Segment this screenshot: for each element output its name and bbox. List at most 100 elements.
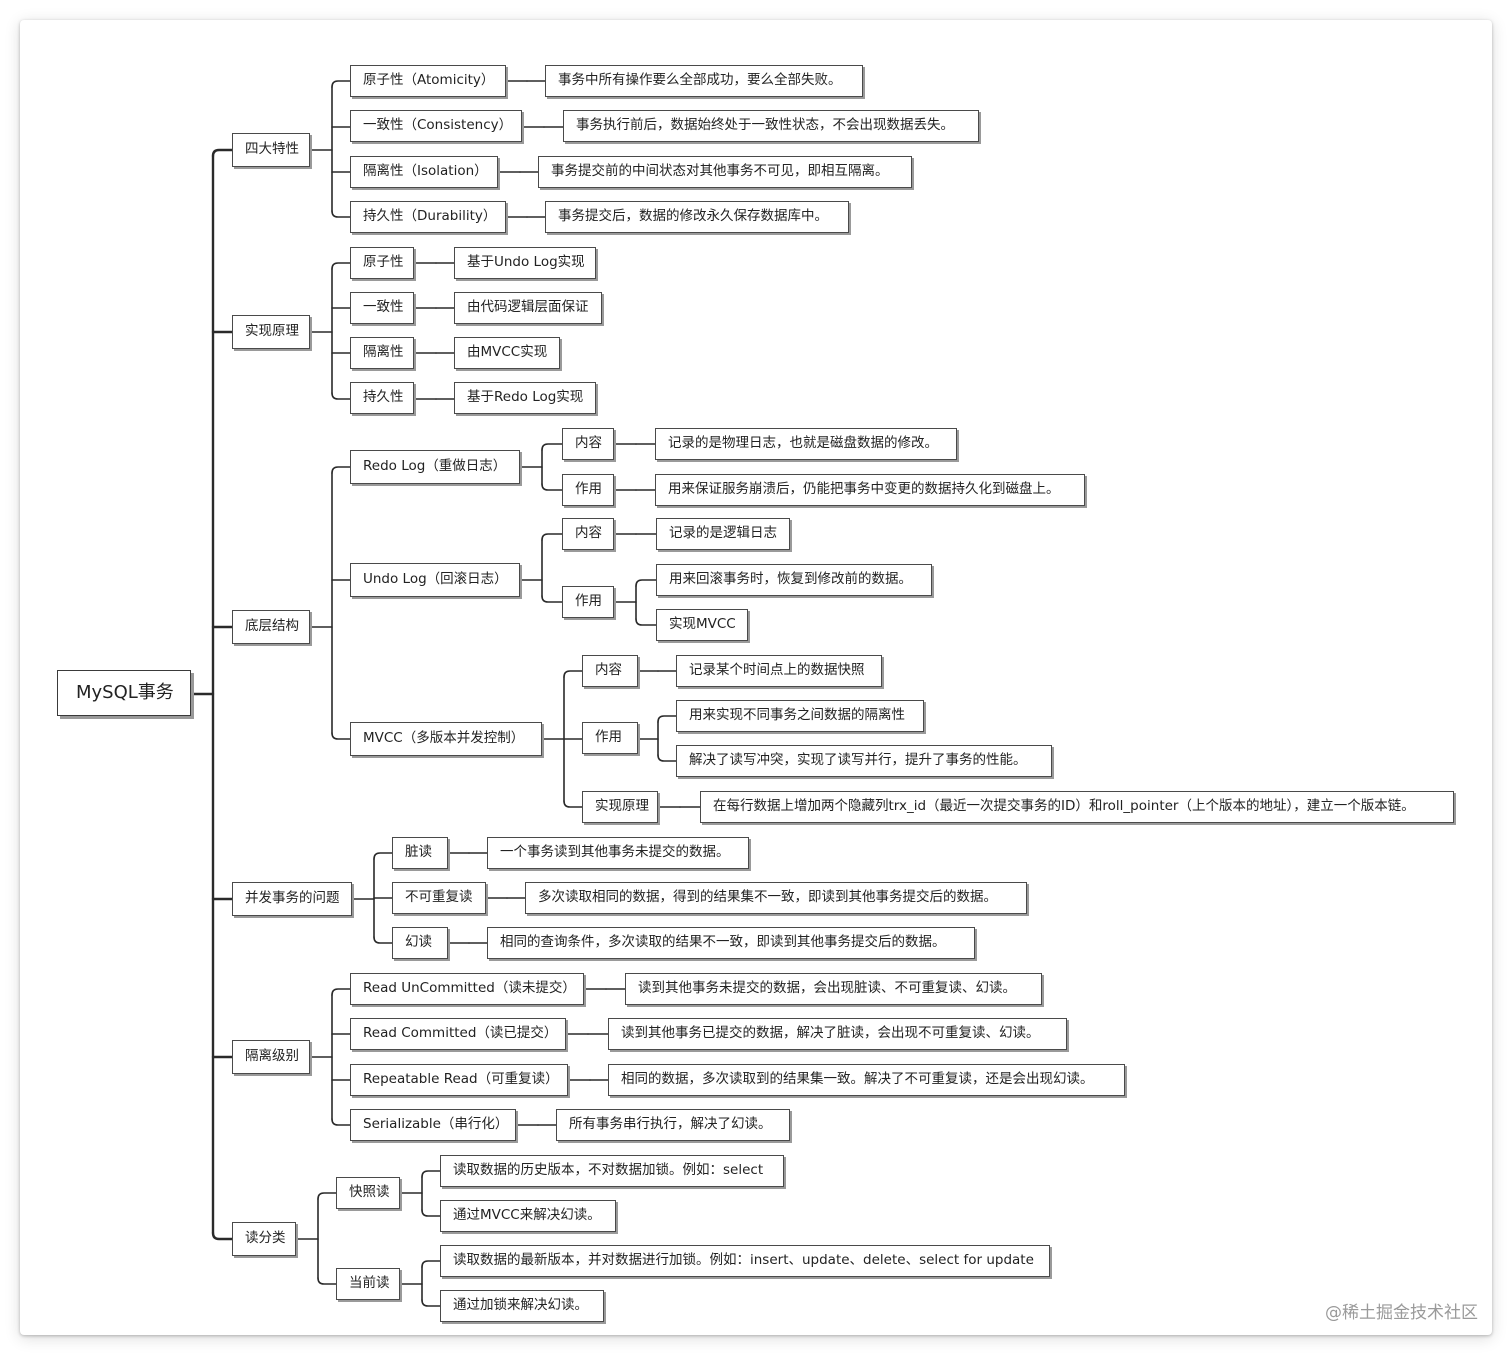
topic-label: 用来保证服务崩溃后，仍能把事务中变更的数据持久化到磁盘上。	[668, 481, 1060, 498]
connector	[563, 670, 583, 678]
topic-label: 相同的查询条件，多次读取的结果不一致，即读到其他事务提交后的数据。	[500, 934, 946, 951]
topic-node-2-0-1[interactable]: 作用	[562, 474, 614, 506]
topic-node-2-1-1-0[interactable]: 用来回滚事务时，恢复到修改前的数据。	[656, 564, 932, 596]
topic-node-4-0-0[interactable]: 读到其他事务未提交的数据，会出现脏读、不可重复读、幻读。	[625, 973, 1042, 1005]
topic-node-1-1-0[interactable]: 由代码逻辑层面保证	[454, 292, 602, 324]
topic-node-1-0[interactable]: 原子性	[350, 247, 414, 279]
topic-node-2-0[interactable]: Redo Log（重做日志）	[350, 450, 520, 484]
topic-node-3[interactable]: 并发事务的问题	[232, 882, 352, 916]
topic-node-5-0[interactable]: 快照读	[336, 1177, 400, 1209]
topic-node-4-1-0[interactable]: 读到其他事务已提交的数据，解决了脏读，会出现不可重复读、幻读。	[608, 1018, 1067, 1050]
topic-node-2-0-0[interactable]: 内容	[562, 428, 614, 460]
topic-node-4-2-0[interactable]: 相同的数据，多次读取到的结果集一致。解决了不可重复读，还是会出现幻读。	[608, 1064, 1125, 1096]
topic-node-4-3-0[interactable]: 所有事务串行执行，解决了幻读。	[556, 1109, 790, 1141]
topic-node-2-0-1-0[interactable]: 用来保证服务崩溃后，仍能把事务中变更的数据持久化到磁盘上。	[655, 474, 1085, 506]
connector	[331, 732, 351, 740]
topic-node-2-1[interactable]: Undo Log（回滚日志）	[350, 563, 520, 597]
topic-node-2-1-1[interactable]: 作用	[562, 586, 614, 618]
connector	[421, 1170, 441, 1178]
topic-node-2-2[interactable]: MVCC（多版本并发控制）	[350, 722, 542, 756]
topic-label: Redo Log（重做日志）	[363, 458, 507, 475]
topic-label: 实现原理	[595, 798, 649, 815]
topic-node-3-2[interactable]: 幻读	[392, 927, 448, 959]
topic-label: 持久性	[363, 389, 404, 406]
topic-node-2-2-0[interactable]: 内容	[582, 655, 638, 687]
topic-node-1-2[interactable]: 隔离性	[350, 337, 414, 369]
topic-label: MVCC（多版本并发控制）	[363, 730, 525, 747]
topic-label: 实现MVCC	[669, 616, 736, 633]
topic-node-5-0-1[interactable]: 通过MVCC来解决幻读。	[440, 1200, 616, 1232]
topic-node-2-1-0[interactable]: 内容	[562, 518, 614, 550]
topic-node-2-2-2-0[interactable]: 在每行数据上增加两个隐藏列trx_id（最近一次提交事务的ID）和roll_po…	[700, 791, 1454, 823]
connector	[421, 1209, 441, 1217]
topic-node-0[interactable]: 四大特性	[232, 133, 310, 167]
topic-node-2[interactable]: 底层结构	[232, 610, 310, 644]
topic-node-0-0[interactable]: 原子性（Atomicity）	[350, 65, 506, 97]
topic-node-2-2-1[interactable]: 作用	[582, 722, 638, 754]
topic-node-4-1[interactable]: Read Committed（读已提交）	[350, 1018, 566, 1050]
topic-node-5-1-0[interactable]: 读取数据的最新版本，并对数据进行加锁。例如：insert、update、dele…	[440, 1245, 1050, 1277]
topic-label: 不可重复读	[405, 889, 473, 906]
topic-node-0-1-0[interactable]: 事务执行前后，数据始终处于一致性状态，不会出现数据丢失。	[563, 110, 979, 142]
topic-node-3-1-0[interactable]: 多次读取相同的数据，得到的结果集不一致，即读到其他事务提交后的数据。	[525, 882, 1027, 914]
topic-label: 内容	[575, 525, 602, 542]
topic-label: 读分类	[245, 1230, 286, 1247]
topic-node-0-2-0[interactable]: 事务提交前的中间状态对其他事务不可见，即相互隔离。	[538, 156, 912, 188]
topic-label: 作用	[595, 729, 622, 746]
connector	[331, 210, 351, 218]
topic-node-3-1[interactable]: 不可重复读	[392, 882, 486, 914]
topic-node-3-2-0[interactable]: 相同的查询条件，多次读取的结果不一致，即读到其他事务提交后的数据。	[487, 927, 975, 959]
topic-label: 隔离级别	[245, 1048, 299, 1065]
topic-label: 在每行数据上增加两个隐藏列trx_id（最近一次提交事务的ID）和roll_po…	[713, 798, 1415, 815]
connector	[635, 579, 657, 587]
topic-node-5-1-1[interactable]: 通过加锁来解决幻读。	[440, 1290, 604, 1322]
connector	[657, 715, 677, 723]
topic-label: 作用	[575, 593, 602, 610]
topic-label: 用来回滚事务时，恢复到修改前的数据。	[669, 571, 912, 588]
topic-label: 原子性	[363, 254, 404, 271]
topic-node-5-1[interactable]: 当前读	[336, 1268, 400, 1300]
topic-label: 事务执行前后，数据始终处于一致性状态，不会出现数据丢失。	[576, 117, 954, 134]
connector	[635, 618, 657, 626]
topic-node-0-3-0[interactable]: 事务提交后，数据的修改永久保存数据库中。	[545, 201, 849, 233]
topic-node-1-2-0[interactable]: 由MVCC实现	[454, 337, 560, 369]
topic-label: 解决了读写冲突，实现了读写并行，提升了事务的性能。	[689, 752, 1027, 769]
topic-node-2-2-1-1[interactable]: 解决了读写冲突，实现了读写并行，提升了事务的性能。	[676, 745, 1052, 777]
topic-node-2-0-0-0[interactable]: 记录的是物理日志，也就是磁盘数据的修改。	[655, 428, 957, 460]
topic-label: 用来实现不同事务之间数据的隔离性	[689, 707, 905, 724]
topic-label: 四大特性	[245, 141, 299, 158]
connector	[541, 533, 563, 541]
topic-node-0-0-0[interactable]: 事务中所有操作要么全部成功，要么全部失败。	[545, 65, 863, 97]
topic-node-2-1-0-0[interactable]: 记录的是逻辑日志	[656, 518, 790, 550]
topic-node-2-1-1-1[interactable]: 实现MVCC	[656, 609, 748, 641]
topic-node-3-0[interactable]: 脏读	[392, 837, 448, 869]
topic-node-4-2[interactable]: Repeatable Read（可重复读）	[350, 1064, 568, 1096]
root-node[interactable]: MySQL事务	[57, 670, 191, 716]
topic-label: 当前读	[349, 1275, 390, 1292]
topic-node-5-0-0[interactable]: 读取数据的历史版本，不对数据加锁。例如：select	[440, 1155, 784, 1187]
topic-node-0-1[interactable]: 一致性（Consistency）	[350, 110, 522, 142]
topic-node-0-3[interactable]: 持久性（Durability）	[350, 201, 506, 233]
topic-node-3-0-0[interactable]: 一个事务读到其他事务未提交的数据。	[487, 837, 749, 869]
topic-node-1-0-0[interactable]: 基于Undo Log实现	[454, 247, 596, 279]
topic-node-4-0[interactable]: Read UnCommitted（读未提交）	[350, 973, 584, 1005]
topic-label: 隔离性	[363, 344, 404, 361]
topic-node-1-3-0[interactable]: 基于Redo Log实现	[454, 382, 596, 414]
topic-node-2-2-2[interactable]: 实现原理	[582, 791, 658, 823]
topic-label: 相同的数据，多次读取到的结果集一致。解决了不可重复读，还是会出现幻读。	[621, 1071, 1094, 1088]
topic-node-1-3[interactable]: 持久性	[350, 382, 414, 414]
topic-node-2-2-1-0[interactable]: 用来实现不同事务之间数据的隔离性	[676, 700, 924, 732]
topic-label: 读取数据的历史版本，不对数据加锁。例如：select	[453, 1162, 764, 1179]
topic-node-0-2[interactable]: 隔离性（Isolation）	[350, 156, 498, 188]
topic-label: 通过加锁来解决幻读。	[453, 1297, 588, 1314]
topic-node-4[interactable]: 隔离级别	[232, 1040, 310, 1074]
topic-node-4-3[interactable]: Serializable（串行化）	[350, 1109, 516, 1141]
topic-node-5[interactable]: 读分类	[232, 1222, 296, 1256]
topic-label: 隔离性（Isolation）	[363, 163, 488, 180]
topic-node-2-2-0-0[interactable]: 记录某个时间点上的数据快照	[676, 655, 882, 687]
topic-node-1-1[interactable]: 一致性	[350, 292, 414, 324]
connector	[211, 1231, 234, 1241]
topic-node-1[interactable]: 实现原理	[232, 315, 310, 349]
